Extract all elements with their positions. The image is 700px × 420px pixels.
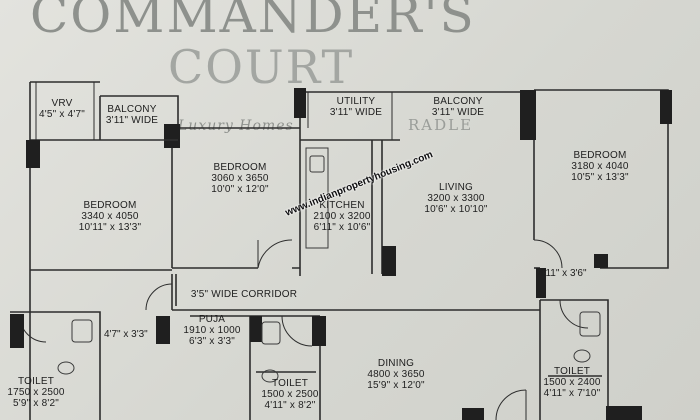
wall-toilet-left [10,311,101,420]
passage-left-dim: 4'7" x 3'3" [104,329,148,340]
wall-toilet-right [540,299,609,420]
project-title-secondary: COURT [168,40,355,94]
wall-bedroom-right [534,89,669,269]
passage-right-dim: 4'11" x 3'6" [538,268,587,279]
project-title: COMMANDER'S [30,0,476,44]
tagline: Luxury Homes [178,118,294,134]
tagline-tail: RADLE [408,116,474,134]
column [26,140,40,168]
corridor-label: 3'5" WIDE CORRIDOR [190,289,298,300]
wall-balcony-left [100,95,179,128]
